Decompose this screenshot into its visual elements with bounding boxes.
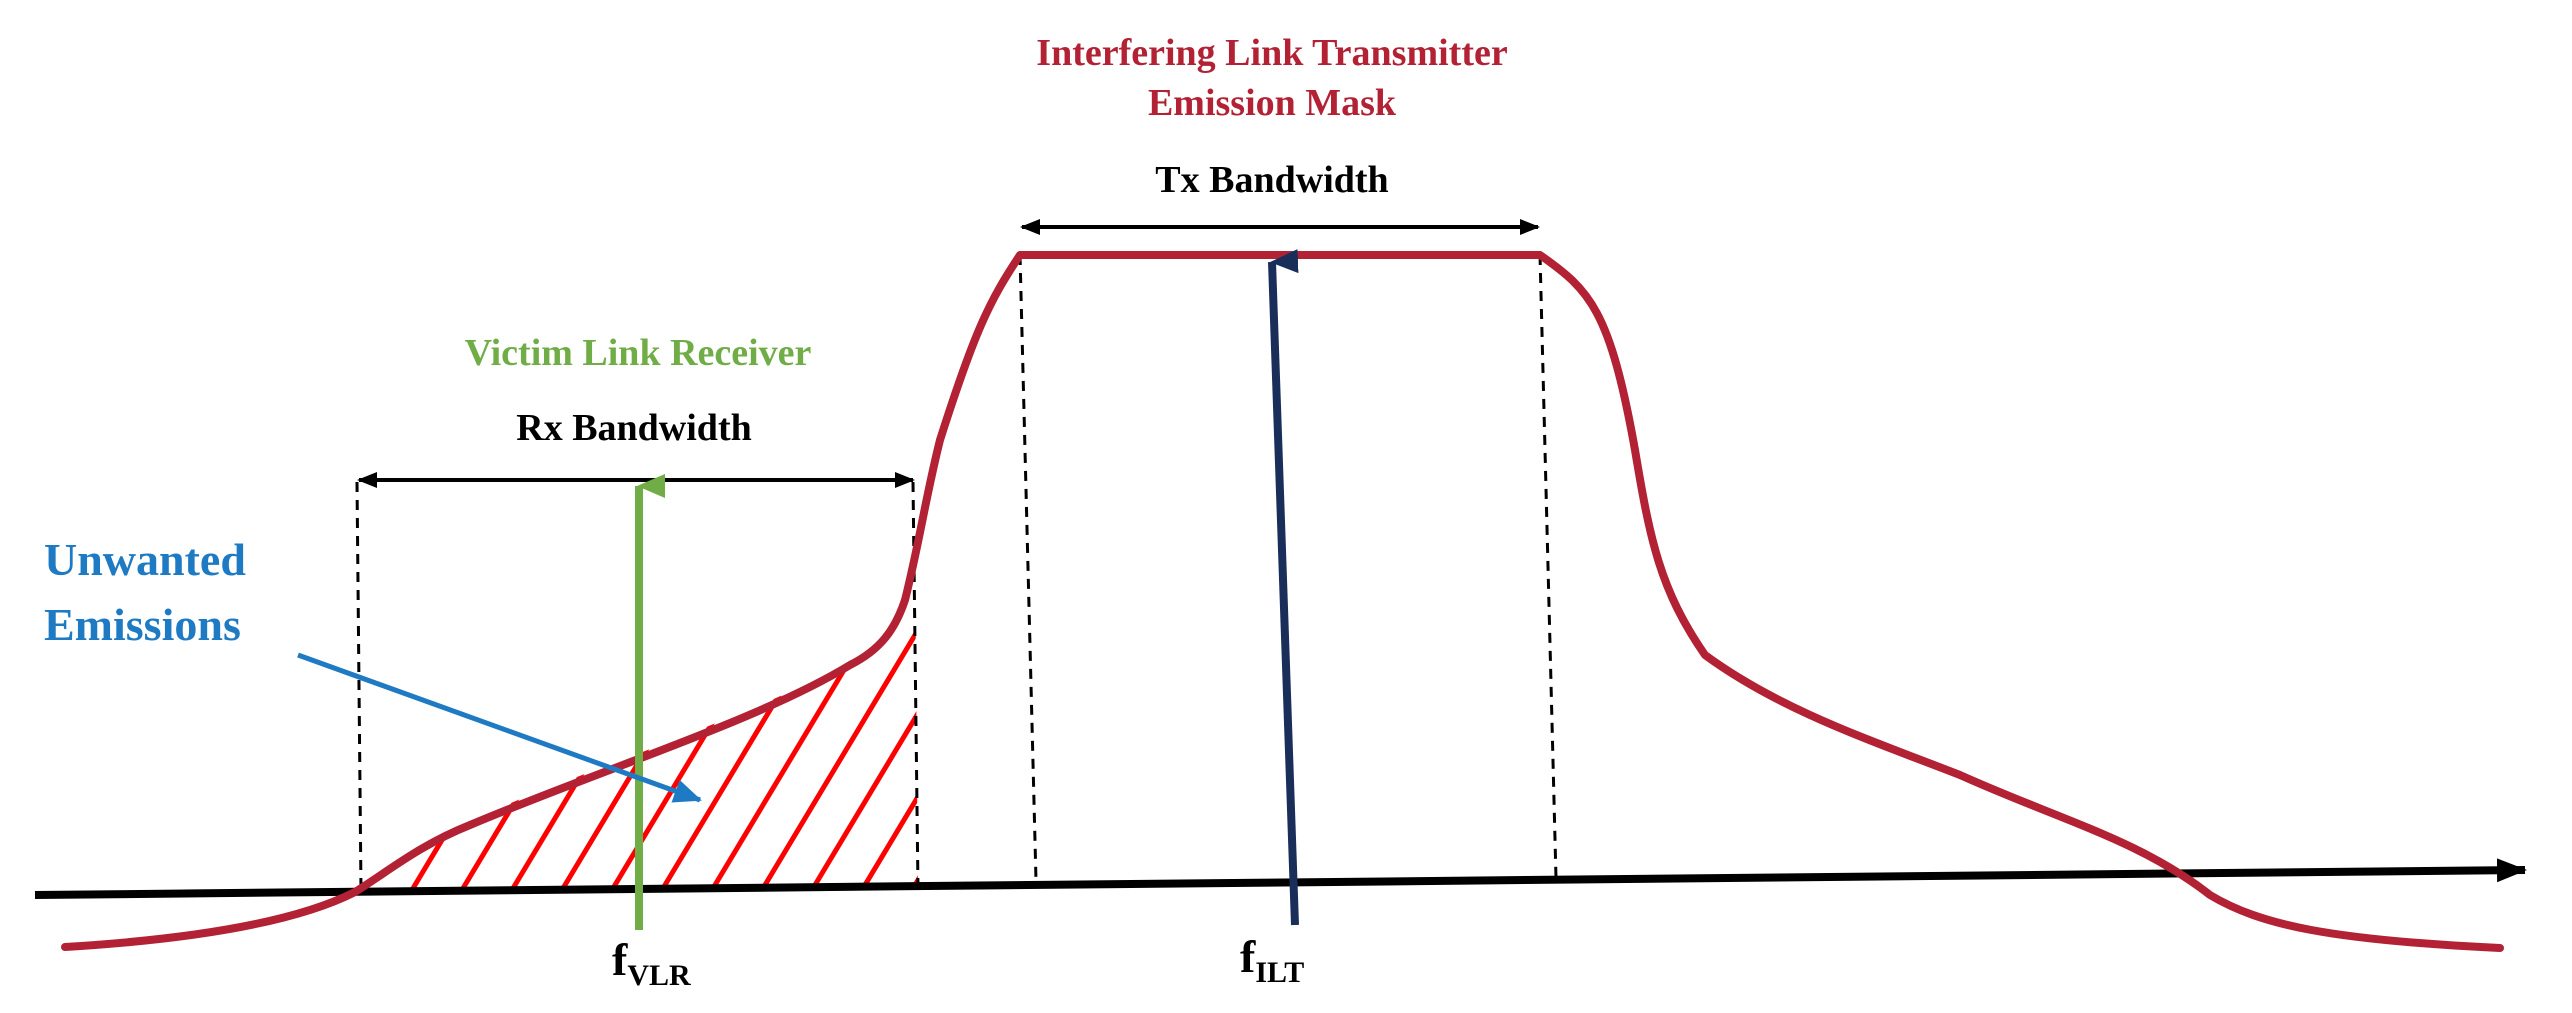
- f-ilt-label: fILT: [1240, 931, 1304, 989]
- unwanted-emissions-pointer: [297, 652, 702, 803]
- interferer-carrier-arrow: [1268, 249, 1299, 926]
- unwanted-label-line2: Emissions: [44, 599, 241, 650]
- rx-left-guide: [355, 481, 363, 891]
- unwanted-label-line1: Unwanted: [44, 534, 246, 585]
- rx-right-guide: [911, 481, 920, 889]
- victim-link-label: Victim Link Receiver: [465, 332, 812, 374]
- frequency-axis: [34, 858, 2527, 899]
- mask-title: Interfering Link Transmitter Emission Ma…: [1036, 32, 1508, 124]
- tx-left-guide: [1018, 254, 1038, 881]
- mask-title-line2: Emission Mask: [1148, 82, 1397, 124]
- bandwidth-guide-lines: [355, 254, 1558, 891]
- unwanted-emissions-label: Unwanted Emissions: [44, 534, 246, 650]
- mask-title-line1: Interfering Link Transmitter: [1036, 32, 1508, 74]
- tx-bandwidth-label: Tx Bandwidth: [1155, 159, 1388, 201]
- rx-bandwidth-label: Rx Bandwidth: [516, 407, 751, 449]
- tx-right-guide: [1538, 254, 1558, 879]
- emission-mask-curve: [61, 251, 2504, 952]
- f-vlr-label: fVLR: [612, 934, 691, 992]
